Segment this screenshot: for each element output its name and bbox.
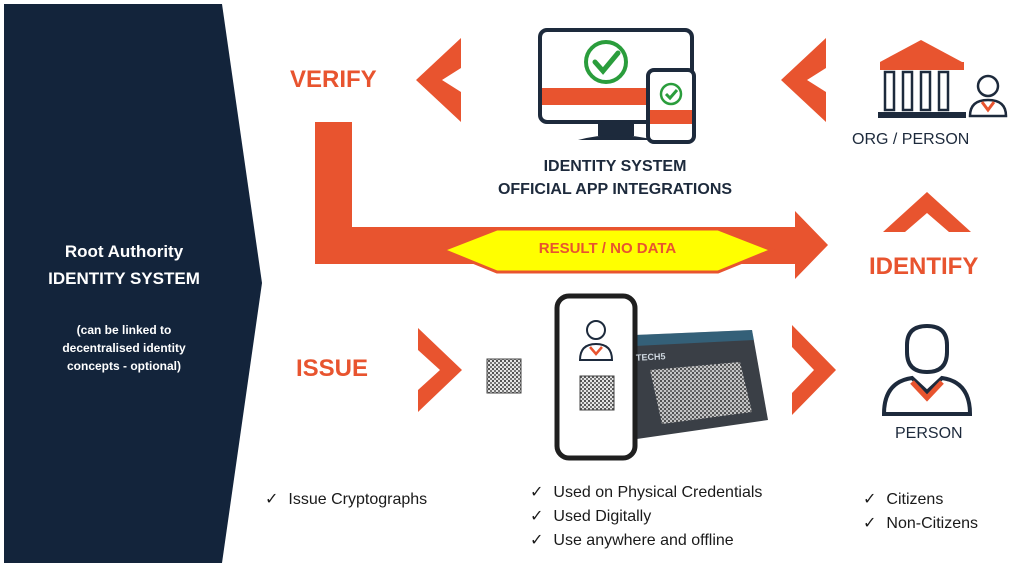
person-label: PERSON <box>895 425 963 442</box>
identify-label: IDENTIFY <box>869 253 979 280</box>
usage-bullet-3: ✓Use anywhere and offline <box>530 532 734 549</box>
check-circle-icon <box>584 40 628 84</box>
small-person-icon <box>968 74 1008 118</box>
qr-code-icon <box>486 358 522 394</box>
smartphone-icon <box>554 293 638 461</box>
org-person-label: ORG / PERSON <box>852 131 970 148</box>
checkmark-icon: ✓ <box>265 491 279 508</box>
issue-chevron-icon <box>418 328 462 412</box>
person-icon <box>881 323 973 416</box>
issue-label: ISSUE <box>296 355 369 382</box>
checkmark-icon: ✓ <box>530 484 544 501</box>
root-title-line2: IDENTITY SYSTEM <box>48 269 200 288</box>
audience-bullet-1: ✓Citizens <box>863 491 944 508</box>
phone-qr-code-icon <box>579 375 615 411</box>
audience-bullet-2: ✓Non-Citizens <box>863 515 978 532</box>
phone-icon <box>646 68 696 144</box>
id-card-icon <box>612 330 768 440</box>
card-brand-label: TECH5 <box>635 351 666 363</box>
root-note-line2: decentralised identity <box>62 341 186 355</box>
root-note-line1: (can be linked to <box>76 323 172 337</box>
system-caption-line1: IDENTITY SYSTEM <box>543 158 687 175</box>
identify-chevron-icon <box>883 192 971 232</box>
usage-bullet-2: ✓Used Digitally <box>530 508 652 525</box>
result-label: RESULT / NO DATA <box>538 240 677 257</box>
checkmark-icon: ✓ <box>530 532 544 549</box>
bank-building-icon <box>878 40 966 118</box>
root-note-line3: concepts - optional) <box>67 359 181 373</box>
checkmark-icon: ✓ <box>530 508 544 525</box>
person-chevron-icon <box>792 325 836 415</box>
checkmark-icon: ✓ <box>863 491 877 508</box>
usage-bullet-1: ✓Used on Physical Credentials <box>530 484 763 501</box>
org-chevron-icon <box>781 38 826 122</box>
result-banner <box>438 227 777 274</box>
root-authority-panel <box>4 4 262 563</box>
verify-chevron-icon <box>416 38 461 122</box>
issue-bullet: ✓Issue Cryptographs <box>265 491 428 508</box>
root-title-line1: Root Authority <box>64 242 184 261</box>
verify-label: VERIFY <box>290 66 377 93</box>
system-caption-line2: OFFICIAL APP INTEGRATIONS <box>497 181 733 198</box>
checkmark-icon: ✓ <box>863 515 877 532</box>
